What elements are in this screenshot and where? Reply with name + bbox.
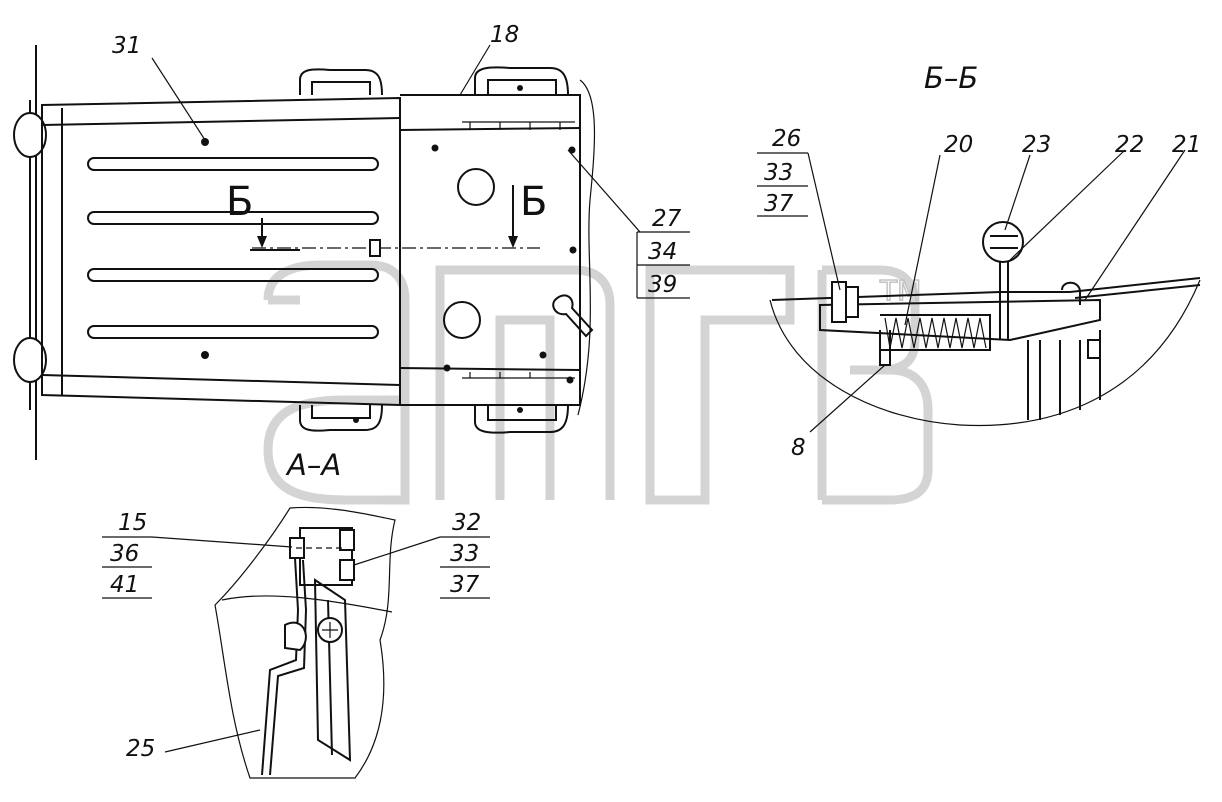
callout-34: 34 (648, 239, 677, 265)
section-a-a-leaders (102, 536, 490, 753)
callout-18: 18 (490, 22, 519, 48)
callout-41: 41 (110, 572, 139, 598)
section-b-b-leaders (757, 149, 1186, 433)
callout-39: 39 (648, 272, 677, 298)
callout-26: 26 (772, 126, 801, 152)
callout-27: 27 (652, 206, 682, 232)
callout-15: 15 (118, 510, 147, 536)
main-view-leaders (151, 44, 690, 299)
callout-32: 32 (452, 510, 481, 536)
section-b-b (769, 221, 1201, 427)
section-title-b-b: Б–Б (924, 61, 978, 95)
section-title-a-a: А–А (285, 448, 341, 482)
section-a-a (214, 506, 396, 779)
callout-33-b: 33 (764, 160, 793, 186)
callout-23: 23 (1022, 132, 1051, 158)
callout-21: 21 (1172, 132, 1201, 158)
callout-36: 36 (110, 541, 139, 567)
main-view: Б Б (13, 45, 596, 460)
callout-33-a: 33 (450, 541, 479, 567)
callout-37-a: 37 (450, 572, 480, 598)
callout-8: 8 (791, 435, 806, 461)
callout-20: 20 (944, 132, 973, 158)
callout-37-b: 37 (764, 191, 794, 217)
callout-31: 31 (112, 33, 141, 59)
callout-22: 22 (1115, 132, 1144, 158)
cut-mark-left: Б (226, 179, 253, 225)
callout-25: 25 (126, 736, 155, 762)
cut-mark-right: Б (520, 179, 547, 225)
